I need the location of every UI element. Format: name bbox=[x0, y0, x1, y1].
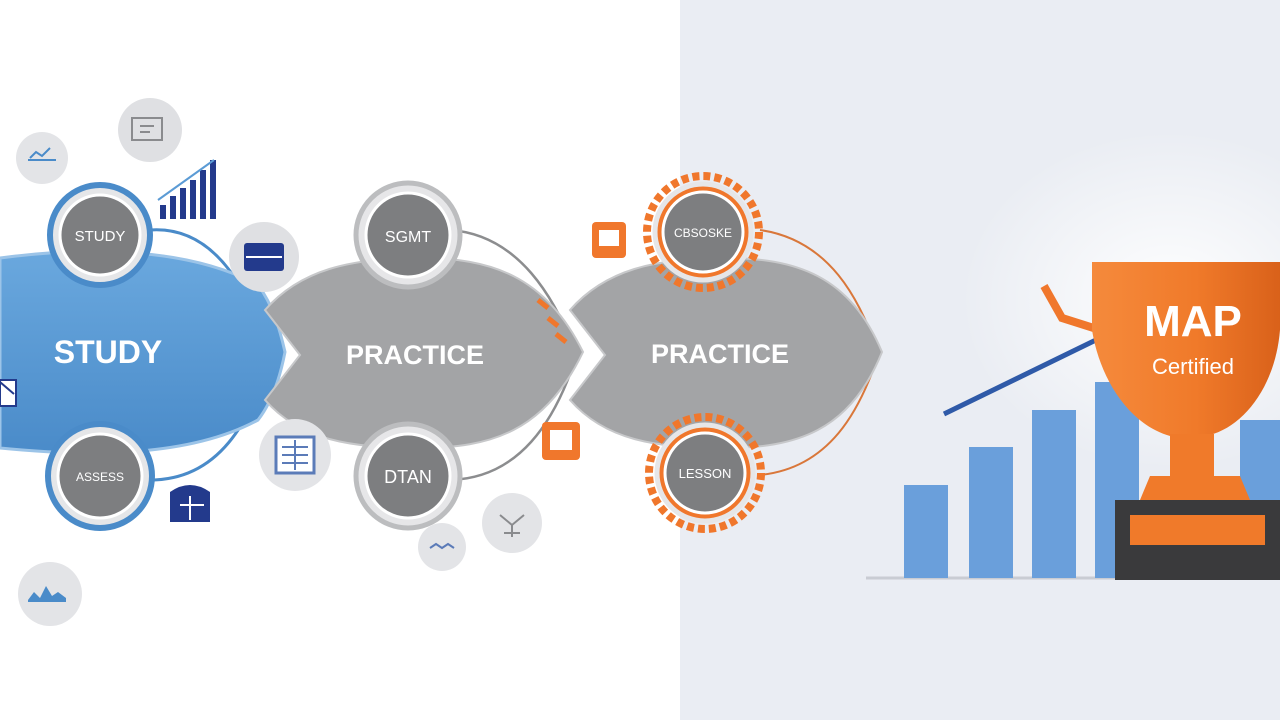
certificate-title: MAP bbox=[1144, 297, 1242, 346]
study-bottom-badge[interactable] bbox=[56, 432, 144, 520]
briefcase-icon bbox=[229, 222, 299, 292]
envelope-icon bbox=[0, 379, 17, 407]
network-icon bbox=[482, 493, 542, 553]
clipboard-icon bbox=[259, 419, 331, 491]
folder-icon bbox=[170, 485, 210, 522]
practice-2-top-badge-gear bbox=[643, 172, 763, 292]
growth-trend-line bbox=[942, 335, 1102, 417]
growth-bar bbox=[969, 447, 1013, 578]
practice-top-badge[interactable] bbox=[364, 191, 452, 279]
practice-2-bottom-badge-label: LESSON bbox=[679, 466, 732, 481]
bar-chart-icon bbox=[157, 159, 216, 219]
practice-bottom-badge-label: DTAN bbox=[384, 467, 432, 487]
study-top-badge[interactable] bbox=[58, 193, 142, 277]
orange-note-icon bbox=[542, 422, 580, 460]
tag-icon bbox=[118, 98, 182, 162]
practice-2-bottom-badge[interactable] bbox=[663, 431, 747, 515]
orange-accent-marks bbox=[536, 298, 568, 344]
stage-label-practice-2: PRACTICE bbox=[651, 339, 789, 369]
trophy-icon bbox=[1040, 262, 1280, 580]
practice-2-top-badge-label: CBSOSKE bbox=[674, 226, 732, 240]
practice-2-top-badge[interactable] bbox=[661, 190, 745, 274]
certificate-subtitle: Certified bbox=[1152, 354, 1234, 379]
growth-bar bbox=[1032, 410, 1076, 578]
presentation-icon bbox=[16, 132, 68, 184]
chart-icon bbox=[18, 562, 82, 626]
practice-top-badge-label: SGMT bbox=[385, 229, 431, 246]
calculator-icon bbox=[418, 523, 466, 571]
practice-bottom-badge[interactable] bbox=[364, 432, 452, 520]
study-bottom-badge-label: ASSESS bbox=[76, 470, 124, 484]
handshake-icon bbox=[592, 222, 626, 258]
growth-bar bbox=[904, 485, 948, 578]
practice-2-bottom-badge-gear bbox=[645, 413, 765, 533]
stage-label-practice: PRACTICE bbox=[346, 340, 484, 370]
study-top-badge-label: STUDY bbox=[75, 228, 126, 245]
stage-label-study: STUDY bbox=[54, 334, 162, 370]
